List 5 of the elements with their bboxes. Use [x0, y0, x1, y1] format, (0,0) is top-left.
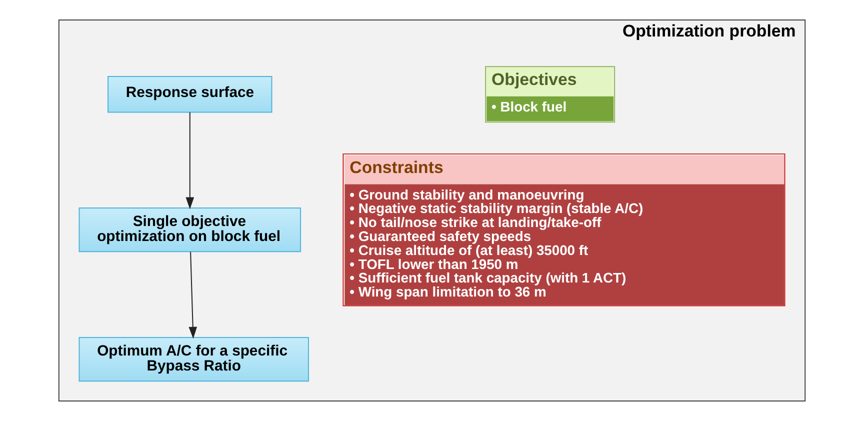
node-box: Response surface	[107, 76, 272, 113]
arrow	[188, 251, 197, 339]
arrow	[185, 112, 194, 210]
node-box: Optimum A/C for a specific Bypass Ratio	[78, 337, 308, 382]
node-box: Single objective optimization on block fuel	[78, 208, 301, 252]
